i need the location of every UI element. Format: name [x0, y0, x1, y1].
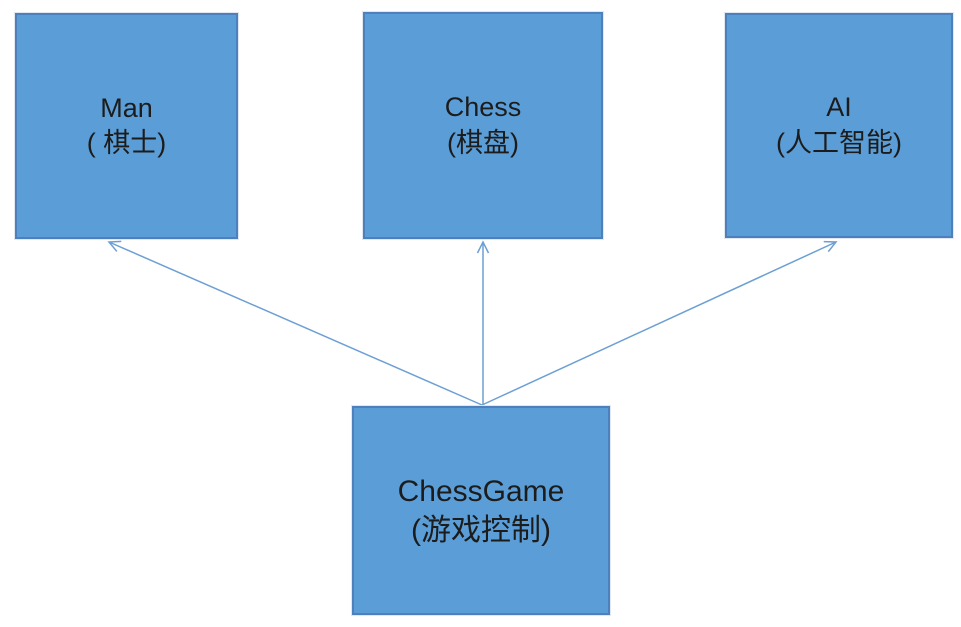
node-chessgame-title: ChessGame — [397, 474, 565, 508]
node-man-subtitle: ( 棋士) — [86, 128, 167, 158]
edge-chessgame-to-man — [107, 240, 483, 406]
node-chess-subtitle: (棋盘) — [447, 127, 519, 158]
node-ai: AI (人工智能) — [725, 13, 953, 238]
node-chessgame-subtitle: (游戏控制) — [411, 513, 551, 547]
node-man-title: Man — [100, 92, 153, 123]
node-ai-title: AI — [826, 92, 852, 123]
node-chessgame: ChessGame (游戏控制) — [352, 406, 610, 615]
node-chess: Chess (棋盘) — [363, 12, 603, 239]
node-chess-title: Chess — [444, 92, 522, 123]
node-man: Man ( 棋士) — [15, 13, 238, 239]
edge-chessgame-to-ai — [481, 240, 838, 406]
node-ai-subtitle: (人工智能) — [776, 127, 902, 158]
